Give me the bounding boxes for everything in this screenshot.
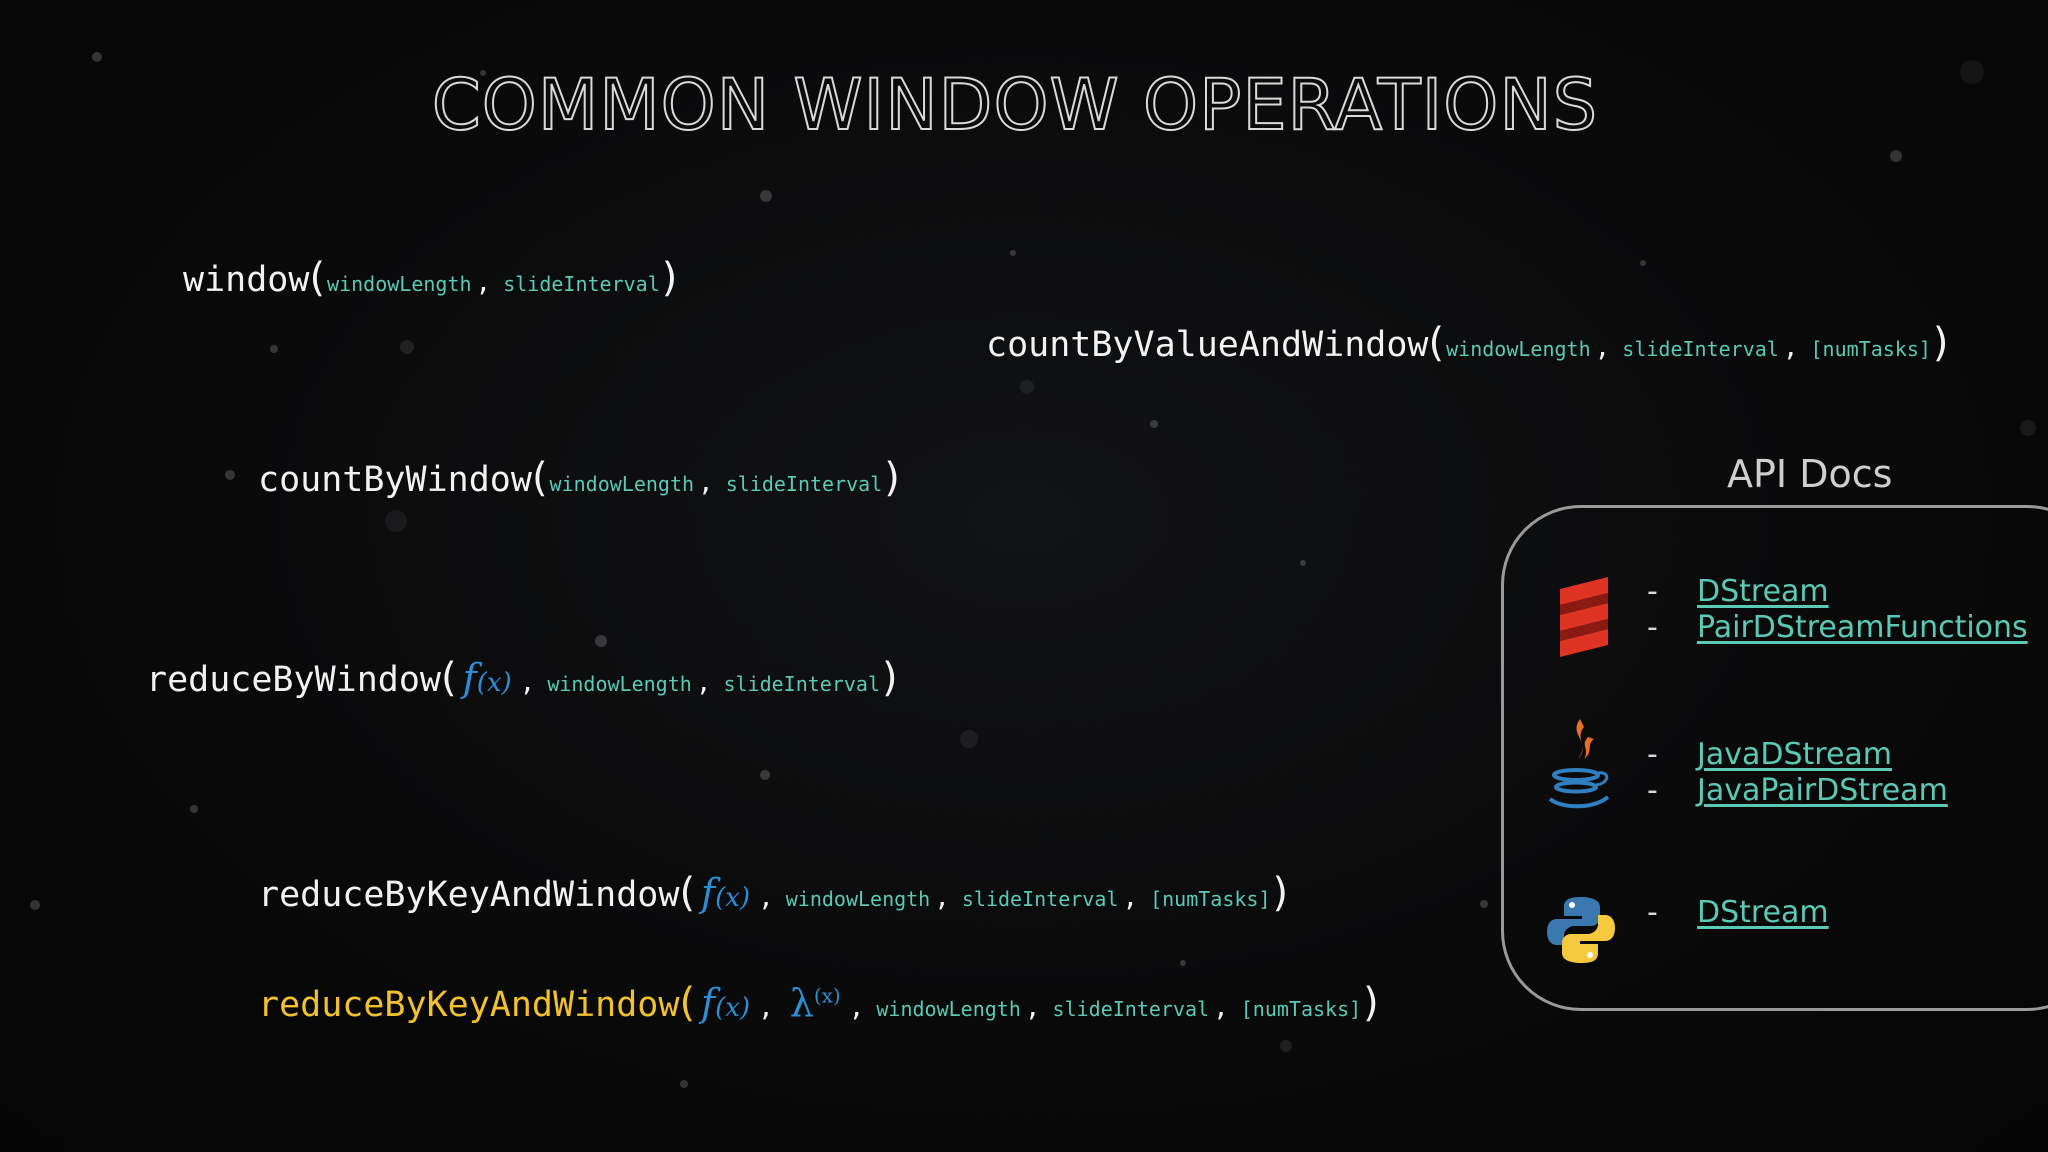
open-paren: ( (441, 655, 457, 701)
comma: , (758, 883, 774, 913)
function-name: countByWindow (258, 460, 532, 500)
arg-slide-interval: slideInterval (961, 887, 1119, 911)
comma: , (1122, 883, 1139, 913)
comma: , (1024, 993, 1041, 1023)
open-paren: ( (679, 980, 696, 1026)
comma: , (1213, 993, 1229, 1023)
arg-window-length: windowLength (549, 472, 695, 496)
reduce-function-symbol: f(x) (701, 981, 750, 1025)
reduce-function-symbol: f(x) (463, 656, 512, 700)
comma: , (758, 993, 774, 1023)
link-java-pair-dstream[interactable]: JavaPairDStream (1697, 773, 1948, 808)
function-name: reduceByKeyAndWindow (258, 875, 680, 915)
fx-argument: (x) (715, 883, 751, 913)
close-paren: ) (661, 255, 678, 301)
api-docs-title: API Docs (1727, 452, 1893, 496)
close-paren: ) (1363, 980, 1379, 1026)
arg-num-tasks: [numTasks] (1810, 337, 1931, 361)
arg-window-length: windowLength (785, 887, 931, 911)
window-operation: window(windowLength, slideInterval) (183, 255, 677, 301)
count-by-window-operation: countByWindow(windowLength, slideInterval… (258, 455, 900, 501)
link-scala-dstream[interactable]: DStream (1697, 574, 1829, 609)
close-paren: ) (882, 655, 898, 701)
python-logo-icon (1545, 894, 1617, 970)
close-paren: ) (884, 455, 900, 501)
fx-letter: f (701, 981, 716, 1025)
reduce-function-symbol: f(x) (701, 871, 750, 915)
scala-logo-icon (1556, 575, 1612, 664)
bullet-dash: - (1647, 574, 1658, 609)
inverse-argument: (x) (813, 983, 841, 1008)
count-by-value-and-window-operation: countByValueAndWindow(windowLength,slide… (986, 320, 1949, 366)
comma: , (848, 993, 865, 1023)
arg-slide-interval: slideInterval (1622, 337, 1779, 361)
comma: , (1594, 333, 1611, 363)
arg-num-tasks: [numTasks] (1240, 997, 1362, 1021)
arg-window-length: windowLength (1446, 337, 1591, 361)
arg-num-tasks: [numTasks] (1150, 887, 1271, 911)
arg-slide-interval: slideInterval (725, 472, 883, 496)
comma: , (695, 668, 712, 698)
arg-slide-interval: slideInterval (503, 272, 660, 296)
comma: , (698, 468, 714, 498)
arg-window-length: windowLength (327, 272, 472, 296)
fx-argument: (x) (476, 668, 512, 698)
close-paren: ) (1272, 870, 1289, 916)
comma: , (519, 668, 536, 698)
fx-letter: f (701, 871, 716, 915)
function-name: window (183, 260, 310, 300)
reduce-by-key-and-window-operation: reduceByKeyAndWindow(f(x),windowLength,s… (258, 870, 1288, 916)
comma: , (475, 268, 492, 298)
bullet-dash: - (1647, 773, 1658, 808)
java-logo-icon (1538, 715, 1618, 819)
link-java-dstream[interactable]: JavaDStream (1697, 737, 1893, 772)
comma: , (934, 883, 950, 913)
open-paren: ( (1428, 320, 1445, 366)
arg-window-length: windowLength (876, 997, 1021, 1021)
bullet-dash: - (1647, 737, 1658, 772)
reduce-by-key-and-window-inverse-operation: reduceByKeyAndWindow(f(x),λ(x),windowLen… (258, 980, 1379, 1026)
comma: , (1782, 333, 1799, 363)
arg-window-length: windowLength (547, 672, 692, 696)
fx-letter: f (462, 656, 477, 700)
link-scala-pair-dstream-functions[interactable]: PairDStreamFunctions (1697, 610, 2028, 645)
bullet-dash: - (1647, 895, 1658, 930)
open-paren: ( (309, 255, 326, 301)
function-name: reduceByKeyAndWindow (258, 985, 680, 1025)
link-python-dstream[interactable]: DStream (1697, 895, 1829, 930)
inverse-letter: λ (789, 981, 814, 1025)
function-name: reduceByWindow (146, 660, 442, 700)
api-docs-panel (1501, 505, 2048, 1011)
bullet-dash: - (1647, 610, 1658, 645)
function-name: countByValueAndWindow (986, 325, 1429, 365)
reduce-by-window-operation: reduceByWindow(f(x),windowLength,slideIn… (146, 655, 898, 701)
open-paren: ( (679, 870, 696, 916)
arg-slide-interval: slideInterval (723, 672, 881, 696)
arg-slide-interval: slideInterval (1052, 997, 1210, 1021)
open-paren: ( (531, 455, 548, 501)
slide-title: COMMON WINDOW OPERATIONS (431, 63, 1599, 147)
fx-argument: (x) (715, 993, 751, 1023)
inverse-function-symbol: λ(x) (790, 981, 841, 1025)
close-paren: ) (1932, 320, 1949, 366)
